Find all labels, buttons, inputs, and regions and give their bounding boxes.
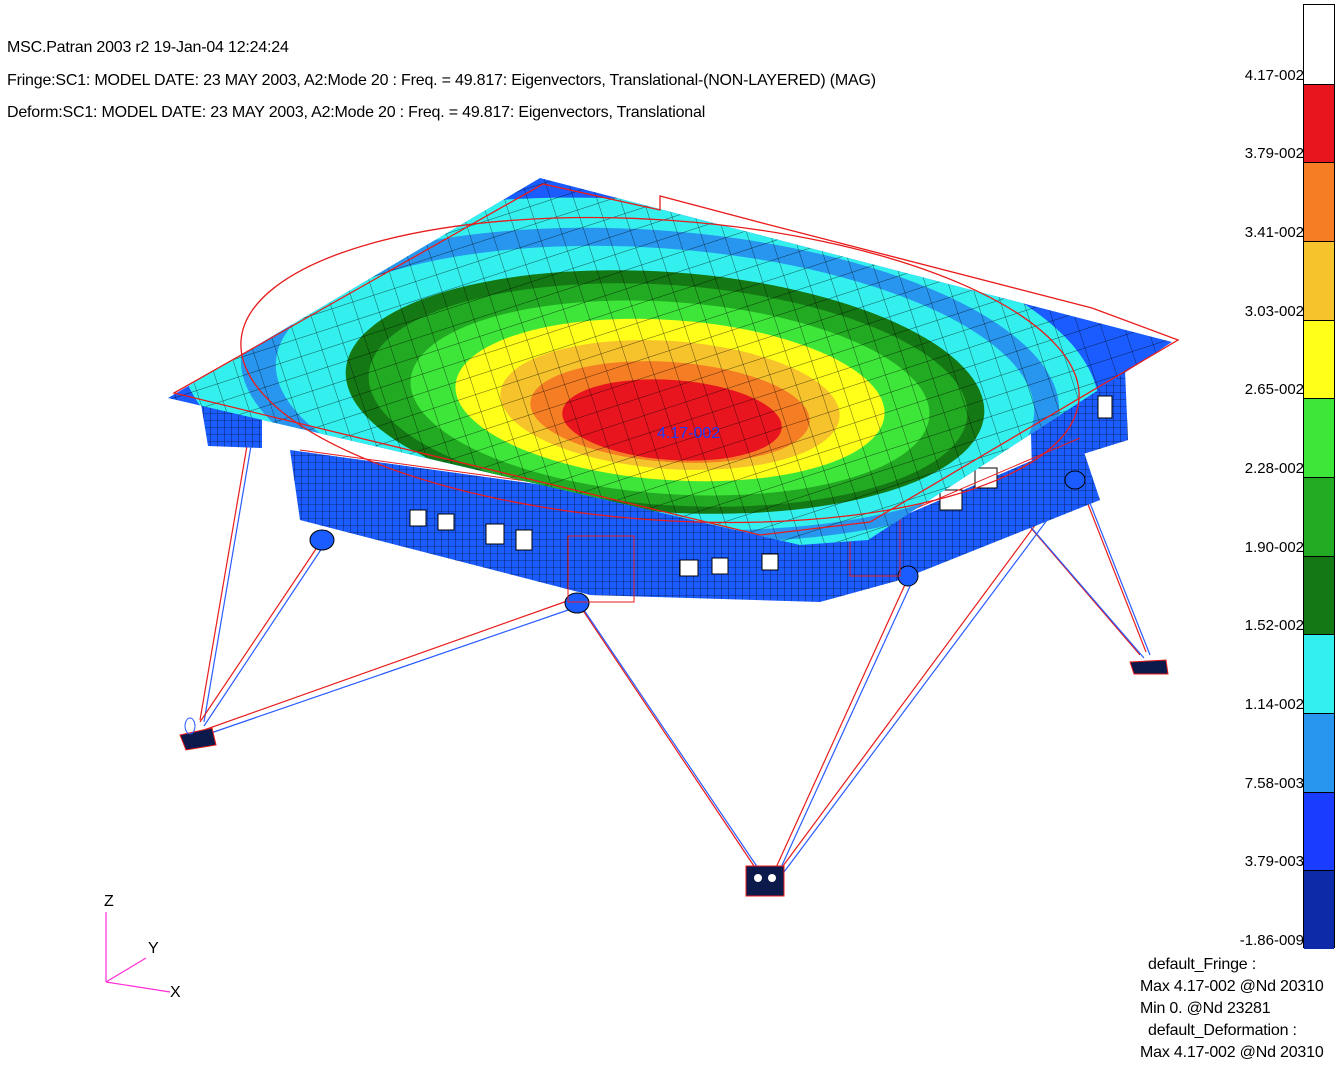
deformation-name: default_Deformation :	[1148, 1022, 1297, 1039]
color-band	[1304, 713, 1334, 792]
scale-label: 3.03-002	[1244, 302, 1304, 320]
color-band	[1304, 83, 1334, 163]
color-band	[1304, 398, 1334, 477]
axis-triad	[105, 912, 171, 993]
scale-label: 3.41-002	[1244, 224, 1304, 241]
color-band	[1304, 555, 1334, 635]
axis-label-y: Y	[148, 940, 159, 957]
fringe-description: Fringe:SC1: MODEL DATE: 23 MAY 2003, A2:…	[7, 72, 876, 89]
color-band	[1304, 319, 1334, 399]
scale-label: 2.65-002	[1244, 381, 1304, 399]
fem-model-view[interactable]: 4.17-002	[0, 0, 1300, 1068]
support-feet	[179, 659, 1169, 897]
color-band	[1304, 634, 1334, 713]
header-title: MSC.Patran 2003 r2 19-Jan-04 12:24:24	[7, 39, 289, 56]
max-value-marker: 4.17-002	[657, 425, 720, 442]
scale-label: -1.86-009	[1239, 932, 1304, 949]
scale-label: 1.52-002	[1244, 617, 1304, 635]
scale-label: 2.28-002	[1244, 460, 1304, 477]
fringe-min: Min 0. @Nd 23281	[1140, 1000, 1271, 1017]
scale-label: 3.79-002	[1244, 145, 1304, 163]
color-band	[1304, 477, 1334, 556]
scale-label: 3.79-003	[1244, 853, 1304, 871]
color-band	[1304, 870, 1334, 949]
color-band	[1304, 791, 1334, 871]
undeformed-outline	[172, 183, 1180, 536]
scale-label: 7.58-003	[1244, 774, 1304, 792]
axis-label-z: Z	[104, 893, 114, 910]
deform-description: Deform:SC1: MODEL DATE: 23 MAY 2003, A2:…	[7, 104, 706, 121]
color-band	[1304, 5, 1334, 84]
fringe-max: Max 4.17-002 @Nd 20310	[1140, 978, 1324, 995]
color-band	[1304, 162, 1334, 241]
scale-label: 4.17-002	[1244, 66, 1304, 84]
fringe-name: default_Fringe :	[1148, 956, 1256, 973]
scale-label: 1.14-002	[1244, 696, 1304, 713]
support-struts	[199, 439, 1151, 875]
color-band	[1304, 241, 1334, 320]
fringe-color-scale	[1303, 4, 1335, 949]
deformation-max: Max 4.17-002 @Nd 20310	[1140, 1044, 1324, 1061]
axis-label-x: X	[170, 984, 181, 1001]
scale-label: 1.90-002	[1244, 538, 1304, 556]
